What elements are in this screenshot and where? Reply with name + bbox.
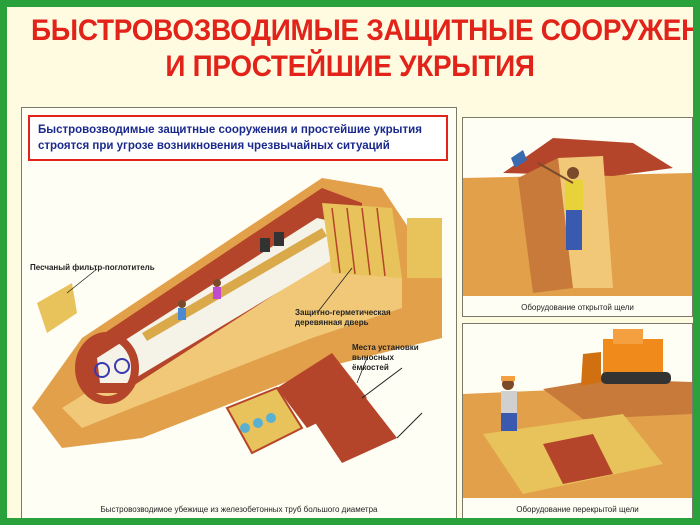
- water-tank-1: [260, 238, 270, 252]
- bulldozer-body: [603, 339, 663, 374]
- intro-text: Быстровозводимые защитные сооружения и п…: [38, 124, 422, 152]
- trench-wall-left: [518, 158, 573, 293]
- title-line-2: И ПРОСТЕЙШИЕ УКРЫТИЯ: [165, 50, 535, 83]
- plan-section-3: [312, 393, 397, 463]
- intro-box: Быстровозводимые защитные сооружения и п…: [28, 115, 448, 161]
- bicycle-wheel-left: [94, 362, 110, 378]
- shelter-illustration: [32, 178, 442, 463]
- tanks-label: Места установки выносных ёмкостей: [352, 343, 419, 372]
- shelter-panel: Песчаный фильтр-поглотитель Защитно-герм…: [21, 107, 457, 518]
- title-line-1: БЫСТРОВОЗВОДИМЫЕ ЗАЩИТНЫЕ СООРУЖЕНИЯ: [31, 14, 700, 47]
- worker-helmet: [501, 376, 515, 381]
- digger-shirt: [565, 180, 583, 210]
- plan-fan-2: [253, 418, 263, 428]
- person-1: [178, 300, 186, 308]
- open-trench-panel: Оборудование открытой щели: [462, 117, 693, 317]
- covered-trench-illustration: [463, 329, 692, 498]
- poster-title: БЫСТРОВОЗВОДИМЫЕ ЗАЩИТНЫЕ СООРУЖЕНИЯ И П…: [31, 13, 700, 85]
- tunnel-bench: [142, 228, 327, 341]
- worker-body: [501, 391, 517, 413]
- water-tank-2: [274, 232, 284, 246]
- digger-head: [567, 167, 579, 179]
- covered-trench-caption: Оборудование перекрытой щели: [516, 505, 639, 514]
- tunnel-interior: [97, 218, 352, 383]
- shovel-icon: [511, 150, 527, 168]
- open-trench-caption: Оборудование открытой щели: [521, 303, 634, 312]
- bulldozer-track: [601, 372, 671, 384]
- door-frame: [322, 203, 402, 278]
- person-2-body: [213, 287, 221, 299]
- digger-trousers: [566, 210, 582, 250]
- plan-section-1: [225, 386, 304, 455]
- worker-legs: [501, 413, 517, 431]
- sand-filter: [37, 283, 77, 333]
- soil-shade: [62, 258, 402, 428]
- tunnel-end-ring: [75, 332, 139, 404]
- sand-filter-label: Песчаный фильтр-поглотитель: [30, 263, 155, 272]
- plan-fan-3: [266, 413, 276, 423]
- bulldozer-blade: [581, 352, 601, 386]
- covered-trench-panel: Оборудование перекрытой щели: [462, 323, 693, 518]
- entrance-fence: [407, 218, 442, 278]
- person-2: [213, 279, 221, 287]
- trench-opening: [543, 434, 613, 484]
- open-trench-illustration: [463, 118, 692, 296]
- plan-fan-1: [240, 423, 250, 433]
- person-1-body: [178, 308, 186, 320]
- bulldozer-cab: [613, 329, 643, 344]
- covered-trench-soil: [543, 379, 692, 419]
- door-label: Защитно-герметическая деревянная дверь: [295, 308, 391, 327]
- bicycle-wheel-right: [114, 358, 130, 374]
- shelter-caption: Быстровозводимое убежище из железобетонн…: [100, 505, 378, 514]
